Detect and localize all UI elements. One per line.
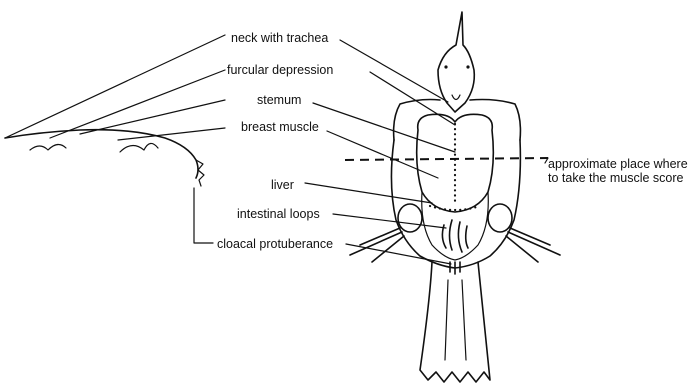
label-neck-with-trachea: neck with trachea	[231, 31, 328, 45]
label-intestinal-loops: intestinal loops	[237, 207, 320, 221]
bird-outline	[350, 12, 560, 382]
label-sternum: stemum	[257, 93, 301, 107]
muscle-score-line	[345, 158, 548, 160]
label-breast-muscle: breast muscle	[241, 120, 319, 134]
side-view-outline	[5, 130, 204, 186]
label-approx-place-line2: to take the muscle score	[548, 171, 684, 185]
label-liver: liver	[271, 178, 294, 192]
label-cloacal-protuberance: cloacal protuberance	[217, 237, 333, 251]
label-furcular-depression: furcular depression	[227, 63, 333, 77]
label-approx-place-line1: approximate place where	[548, 157, 688, 171]
